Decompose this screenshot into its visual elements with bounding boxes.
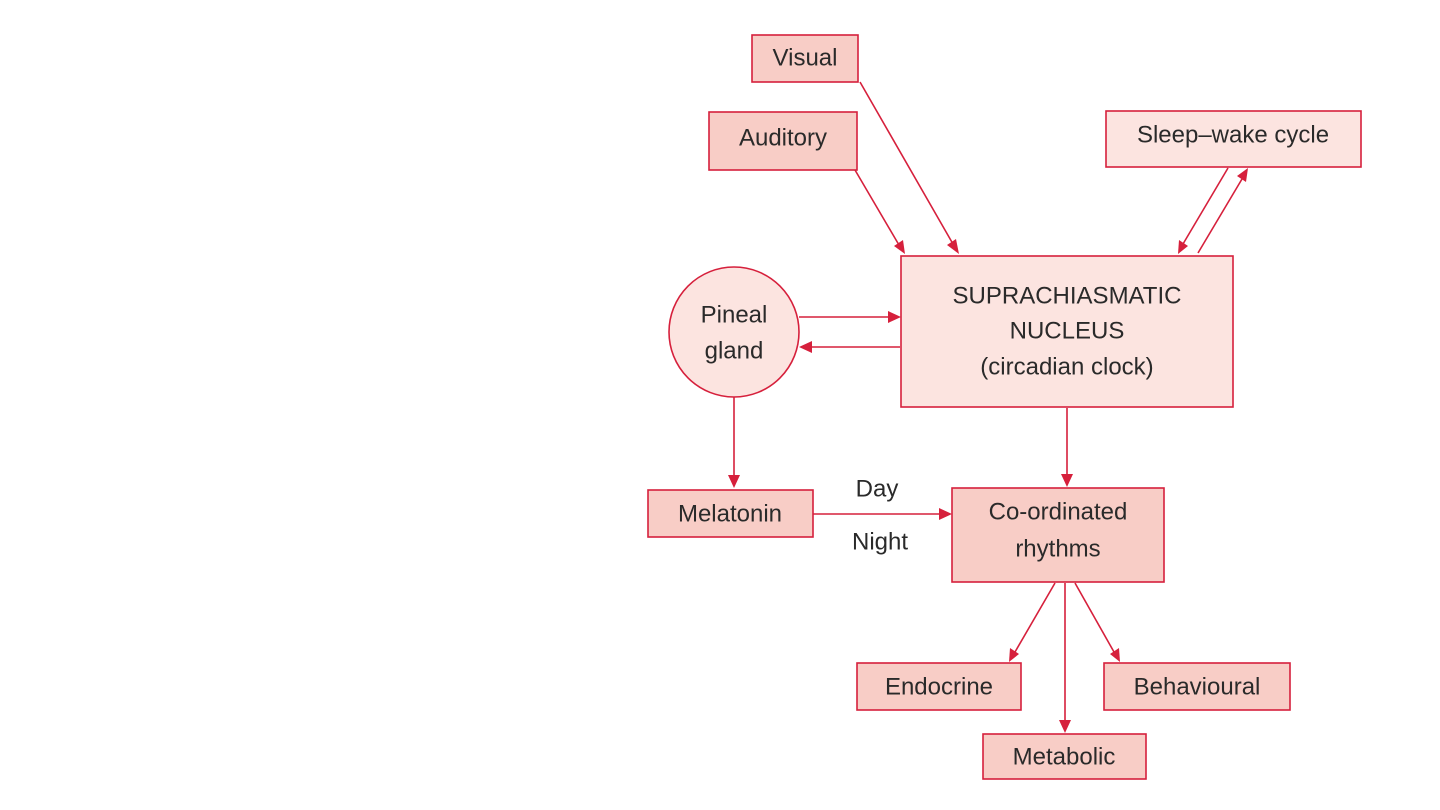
node-melatonin: Melatonin (647, 489, 814, 538)
edge-auditory-to-scn (854, 169, 900, 246)
edges (728, 81, 1248, 733)
edge-coordinated-to-endocrine (1014, 582, 1056, 653)
node-pineal-label-line1: Pineal (701, 301, 768, 328)
edge-label-night: Night (852, 528, 908, 555)
node-scn-label-line2: NUCLEUS (1010, 317, 1125, 344)
node-visual: Visual (751, 34, 859, 83)
node-sleep-wake-cycle: Sleep–wake cycle (1105, 110, 1362, 168)
edge-coordinated-to-behavioural (1074, 582, 1115, 653)
edge-sleepwake-to-scn (1182, 167, 1229, 245)
node-visual-label: Visual (773, 44, 838, 71)
node-scn-label-line1: SUPRACHIASMATIC (953, 282, 1182, 309)
node-behavioural: Behavioural (1103, 662, 1291, 711)
node-auditory: Auditory (708, 111, 858, 171)
node-suprachiasmatic-nucleus: SUPRACHIASMATIC NUCLEUS (circadian clock… (900, 255, 1234, 408)
node-endocrine-label: Endocrine (885, 673, 993, 700)
arrowhead-sleepwake-scn (1178, 240, 1188, 254)
arrowhead-visual-scn (947, 239, 959, 254)
edge-label-day: Day (856, 475, 899, 502)
arrowhead-pineal-scn (888, 311, 901, 323)
arrowhead-scn-sleepwake (1237, 168, 1248, 182)
arrowhead-coordinated-endocrine (1009, 648, 1019, 662)
node-metabolic: Metabolic (982, 733, 1147, 780)
node-auditory-label: Auditory (739, 124, 827, 151)
node-behavioural-label: Behavioural (1134, 673, 1261, 700)
arrowhead-scn-pineal (799, 341, 812, 353)
node-coordinated-label-line2: rhythms (1015, 535, 1100, 562)
arrowhead-pineal-melatonin (728, 475, 740, 488)
arrowhead-coordinated-behavioural (1110, 648, 1120, 662)
node-metabolic-label: Metabolic (1013, 743, 1116, 770)
node-melatonin-label: Melatonin (678, 500, 782, 527)
arrowhead-coordinated-metabolic (1059, 720, 1071, 733)
node-coordinated-label-line1: Co-ordinated (989, 498, 1128, 525)
arrowhead-auditory-scn (894, 240, 905, 254)
arrowhead-melatonin-coordinated (939, 508, 952, 520)
node-pineal-label-line2: gland (705, 337, 764, 364)
edge-visual-to-scn (859, 81, 954, 245)
node-scn-label-line3: (circadian clock) (980, 353, 1153, 380)
node-coordinated-rhythms: Co-ordinated rhythms (951, 487, 1165, 583)
node-endocrine: Endocrine (856, 662, 1022, 711)
arrowhead-scn-coordinated (1061, 474, 1073, 487)
edge-scn-to-sleepwake (1197, 178, 1243, 254)
node-sleep-wake-label: Sleep–wake cycle (1137, 121, 1329, 148)
node-pineal-gland: Pineal gland (668, 266, 800, 398)
